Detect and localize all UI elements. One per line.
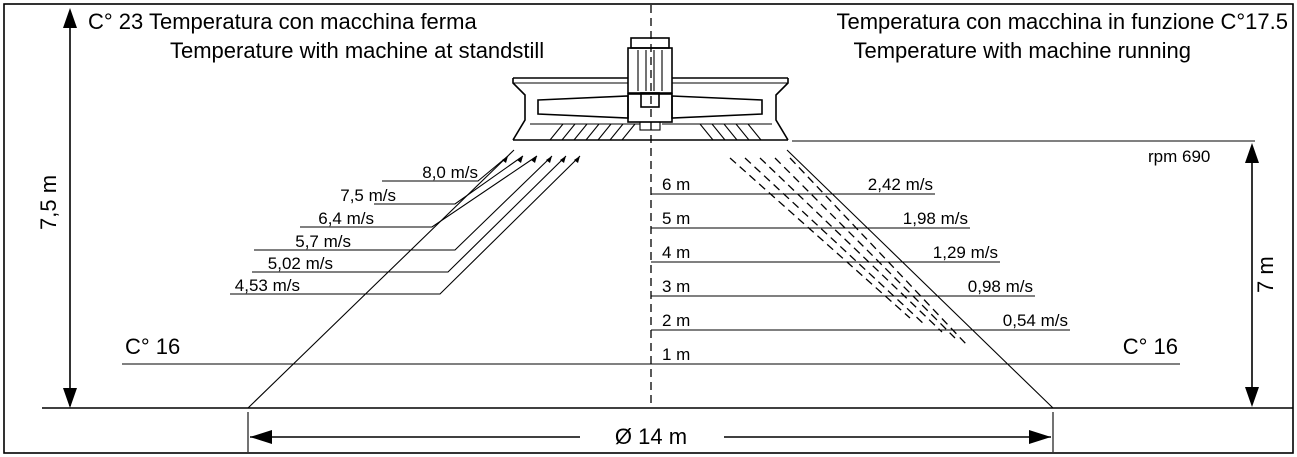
running-speed-label: 1,98 m/s: [903, 209, 968, 228]
total-height-label: 7,5 m: [36, 175, 61, 230]
height-level-label: 4 m: [662, 243, 690, 262]
standstill-speed-label: 7,5 m/s: [340, 186, 396, 205]
standstill-speed-label: 6,4 m/s: [318, 209, 374, 228]
running-speed-label: 0,54 m/s: [1003, 311, 1068, 330]
floor-temperature-left: C° 16: [125, 334, 180, 359]
standstill-speed-label: 5,02 m/s: [268, 254, 333, 273]
left-temperature-subtitle: Temperature with machine at standstill: [170, 38, 544, 63]
height-level-label: 3 m: [662, 277, 690, 296]
total-height-dimension: [63, 8, 77, 408]
height-level-label: 1 m: [662, 345, 690, 364]
running-speed-label: 1,29 m/s: [933, 243, 998, 262]
measure-height-label: 7 m: [1253, 256, 1278, 293]
rpm-label: rpm 690: [1148, 147, 1210, 166]
diameter-dimension: [247, 412, 1054, 452]
running-airflow-streams: [729, 157, 968, 346]
running-speed-label: 2,42 m/s: [868, 175, 933, 194]
cone-right-edge: [786, 149, 1054, 409]
height-level-label: 5 m: [662, 209, 690, 228]
left-temperature-title: C° 23 Temperatura con macchina ferma: [88, 9, 477, 34]
standstill-speed-label: 8,0 m/s: [422, 163, 478, 182]
height-level-label: 2 m: [662, 311, 690, 330]
height-level-label: 6 m: [662, 175, 690, 194]
ceiling-fan: [512, 37, 789, 141]
height-level-lines: [651, 193, 1070, 331]
standstill-speed-leaders: [230, 155, 581, 295]
right-temperature-subtitle: Temperature with machine running: [853, 38, 1191, 63]
diameter-label: Ø 14 m: [615, 424, 687, 449]
right-temperature-title: Temperatura con macchina in funzione C°1…: [837, 9, 1289, 34]
running-speed-label: 0,98 m/s: [968, 277, 1033, 296]
standstill-speed-label: 4,53 m/s: [235, 276, 300, 295]
measure-height-dimension: [1245, 143, 1259, 407]
standstill-speed-label: 5,7 m/s: [295, 232, 351, 251]
floor-temperature-right: C° 16: [1123, 334, 1178, 359]
frame-border: [3, 3, 1294, 454]
